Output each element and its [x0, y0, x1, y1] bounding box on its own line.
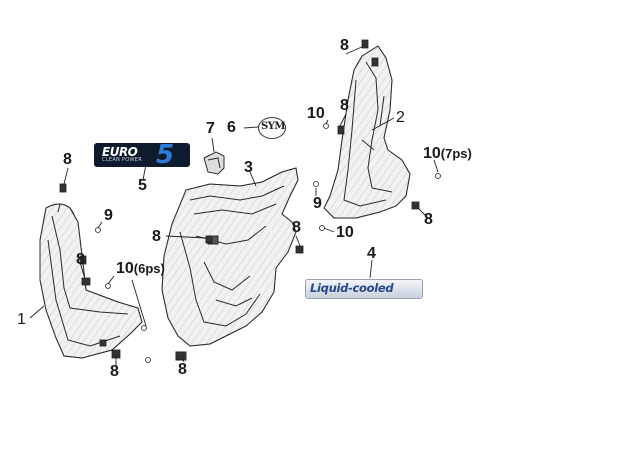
callout-8-center-left: 8 [152, 228, 161, 245]
callout-8-right-top: 8 [340, 37, 349, 54]
callout-8-left-bottom: 8 [110, 363, 119, 380]
liquid-cooled-text: Liquid-cooled [310, 281, 394, 295]
euro-word: EURO [102, 145, 138, 159]
callout-10-lower: 10 [336, 224, 354, 241]
callout-10-right-7ps: 10(7ps) [423, 145, 472, 162]
callout-9-right: 9 [313, 195, 322, 212]
euro-digit: 5 [156, 143, 175, 167]
callout-8-center-right: 8 [292, 219, 301, 236]
callout-8-left-top: 8 [63, 151, 72, 168]
callout-10-upper: 10 [307, 105, 325, 122]
part-5-euro5-emblem: EURO CLEAN POWER 5 [94, 143, 190, 167]
part-1-left-side-cover [39, 203, 143, 359]
part-3-front-inner-panel [161, 167, 299, 361]
callout-7: 7 [206, 120, 215, 137]
callout-8-right-bottom: 8 [424, 211, 433, 228]
callout-8-center-bottom: 8 [178, 361, 187, 378]
callout-2: 2 [396, 109, 405, 126]
part-4-liquid-cooled-emblem: Liquid-cooled [305, 279, 423, 299]
part-6-sym-logo-emblem: SYM [258, 117, 286, 139]
sym-logo-text: SYM [261, 121, 285, 132]
euro-tagline: CLEAN POWER [102, 157, 143, 163]
callout-3: 3 [244, 159, 253, 176]
callout-5: 5 [138, 177, 147, 194]
callout-10-left-6ps: 10(6ps) [116, 260, 165, 277]
callout-9-left: 9 [104, 207, 113, 224]
callout-4: 4 [367, 245, 376, 262]
callout-6: 6 [227, 119, 236, 136]
callout-8-right-mid: 8 [340, 97, 349, 114]
leader-lines [29, 45, 439, 366]
callout-8-left-mid: 8 [76, 251, 85, 268]
part-2-right-side-cover [323, 45, 411, 219]
callout-1: 1 [17, 311, 26, 328]
part-7-clip [203, 151, 225, 175]
